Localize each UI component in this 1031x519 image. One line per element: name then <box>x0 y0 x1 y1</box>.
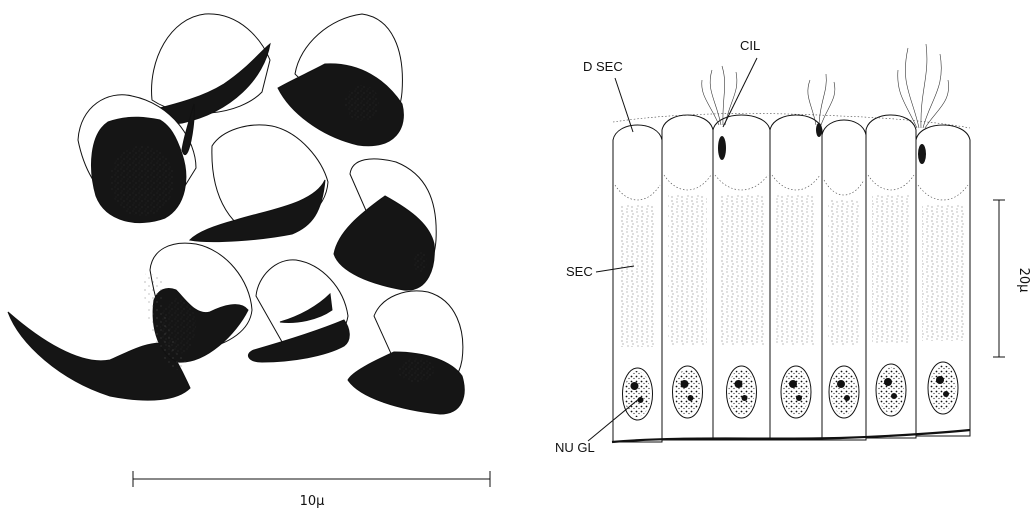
epithelium-panel: D SEC CIL SEC NU GL 20μ <box>555 38 1031 455</box>
label-cil: CIL <box>740 38 760 53</box>
epithelial-cell <box>770 115 822 440</box>
left-scale-label: 10μ <box>300 494 325 509</box>
epithelial-cell <box>822 120 866 440</box>
left-scale-bar: 10μ <box>133 471 490 509</box>
label-d-sec: D SEC <box>583 59 623 74</box>
epithelial-cell <box>713 115 770 440</box>
epithelial-cell <box>866 115 916 438</box>
granule <box>278 14 403 146</box>
granules-panel: 10μ <box>8 14 490 509</box>
label-sec: SEC <box>566 264 593 279</box>
epithelial-cell <box>916 125 970 436</box>
epithelial-cell <box>613 125 662 442</box>
cell-columns <box>613 114 970 442</box>
granule <box>348 291 464 414</box>
granule <box>190 125 328 242</box>
right-scale-bar: 20μ <box>993 200 1031 357</box>
granule <box>8 243 252 400</box>
right-scale-label: 20μ <box>1016 268 1031 293</box>
granule <box>248 260 349 362</box>
label-nu-gl: NU GL <box>555 440 595 455</box>
epithelial-cell <box>662 115 713 440</box>
granule <box>334 159 436 290</box>
